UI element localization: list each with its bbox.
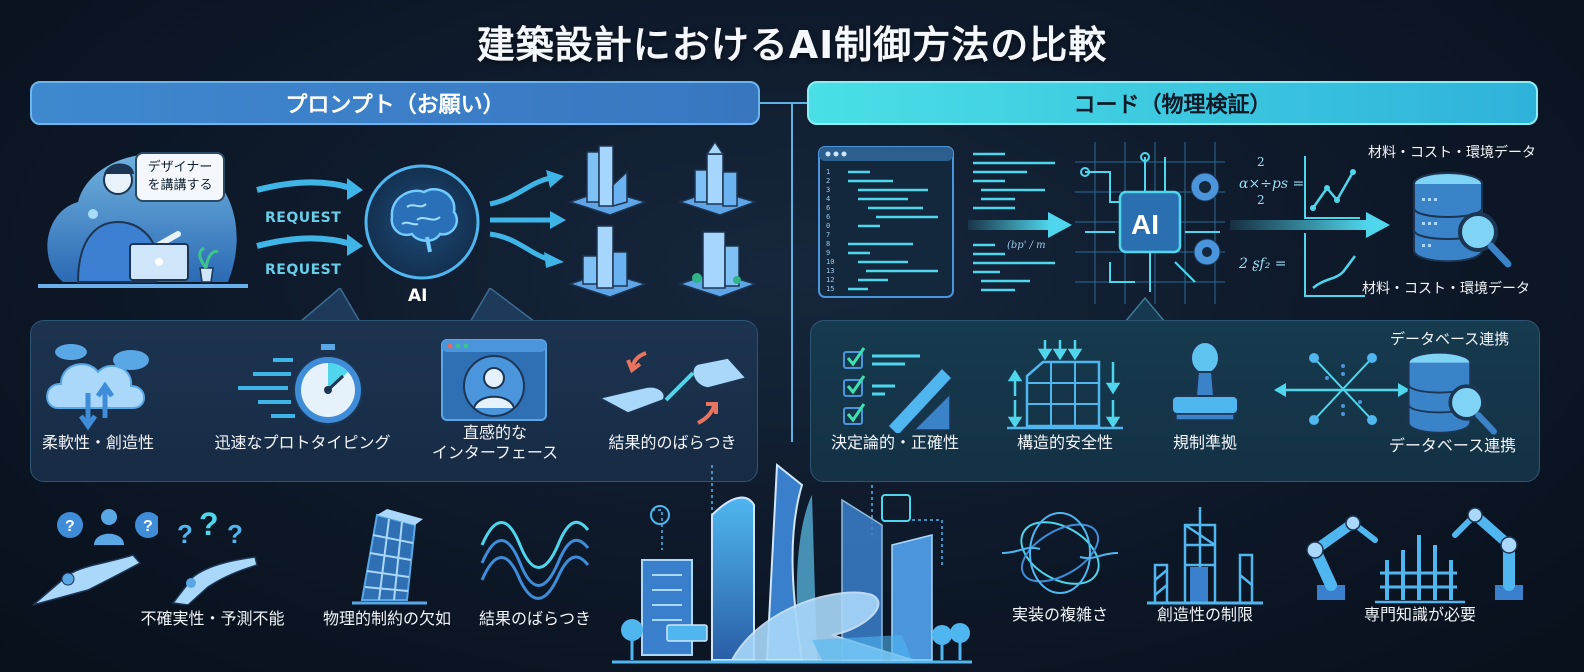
svg-text:0: 0	[826, 222, 830, 230]
svg-text:3: 3	[826, 186, 830, 194]
data-label-bottom: 材料・コスト・環境データ	[1362, 281, 1530, 297]
speech-bubble: デザイナー を講講する	[135, 152, 225, 202]
brain-icon	[362, 162, 482, 282]
feature-label: 構造的安全性	[1016, 433, 1113, 452]
svg-text:10: 10	[826, 258, 834, 266]
speech-bubble-text: デザイナー を講講する	[147, 160, 213, 193]
checklist-ruler-icon	[830, 338, 960, 433]
scaffold-icon	[1145, 505, 1265, 605]
connector-line	[760, 102, 808, 104]
output-arrows-icon	[488, 168, 568, 268]
request-label-1: REQUEST	[265, 210, 342, 226]
tilted-building-icon	[337, 505, 437, 605]
feature-regulatory-compliance: 規制準拠	[1155, 338, 1255, 453]
feature-label: 直感的な インターフェース	[431, 423, 559, 462]
tangle-icon	[1000, 505, 1120, 605]
question-marks-icon: ? ? ?	[163, 505, 263, 605]
svg-text:8: 8	[826, 240, 830, 248]
feature-label: 迅速なプロトタイピング	[214, 433, 391, 452]
svg-text:?: ?	[143, 518, 153, 535]
feature-label: 規制準拠	[1172, 433, 1237, 452]
formula-charts-icon: α×÷ps = 2 2 2 ʂf₂ =	[1235, 148, 1375, 298]
feature-rapid-prototyping: 迅速なプロトタイピング	[210, 338, 395, 453]
database-top-label: データベース連携	[1390, 330, 1510, 348]
svg-text:?: ?	[227, 519, 243, 549]
ai-chip-icon: AI	[1075, 142, 1225, 304]
stopwatch-icon	[233, 338, 373, 433]
svg-text:(bp' / m: (bp' / m	[1007, 240, 1046, 251]
code-header-label: コード（物理検証）	[1073, 93, 1272, 118]
arrow-right-icon	[968, 212, 1073, 238]
weakness-expertise-required: 専門知識が必要	[1300, 505, 1540, 625]
database-search-icon-2	[1403, 350, 1503, 436]
feature-structural-safety: 構造的安全性	[1000, 338, 1130, 453]
svg-text:15: 15	[826, 285, 834, 293]
ai-label: AI	[408, 286, 428, 306]
svg-text:13: 13	[826, 267, 834, 275]
weakness-result-variation: 結果のばらつき	[465, 505, 605, 629]
data-label-top: 材料・コスト・環境データ	[1368, 145, 1536, 161]
data-exchange-icon	[1272, 352, 1412, 428]
weakness-creativity-limitation: 創造性の制限	[1140, 505, 1270, 625]
svg-text:7: 7	[826, 231, 830, 239]
feature-database-integration: データベース連携	[1380, 350, 1525, 456]
request-label-2: REQUEST	[265, 262, 342, 278]
code-header: コード（物理検証）	[807, 81, 1538, 125]
svg-text:12: 12	[826, 276, 834, 284]
arrow-right-icon-2	[1230, 212, 1390, 238]
weakness-label: 結果のばらつき	[478, 609, 591, 628]
svg-text:AI: AI	[1131, 209, 1159, 240]
svg-text:6: 6	[826, 213, 830, 221]
svg-text:6: 6	[826, 204, 830, 212]
weakness-label: 不確実性・予測不能	[140, 609, 285, 628]
weakness-label: 実装の複雑さ	[1011, 605, 1108, 624]
robot-hands-icon	[597, 338, 748, 433]
weakness-label: 専門知識が必要	[1363, 605, 1476, 624]
svg-text:1: 1	[826, 168, 830, 176]
svg-text:2: 2	[1257, 155, 1265, 169]
futuristic-city-icon	[612, 455, 972, 670]
building-variants-icon	[565, 140, 765, 300]
structure-load-icon	[1005, 338, 1125, 433]
weakness-implementation-complexity: 実装の複雑さ	[990, 505, 1130, 625]
robot-hand-questions-icon: ? ?	[28, 505, 158, 610]
waves-icon	[480, 505, 590, 605]
svg-text:4: 4	[826, 195, 830, 203]
svg-text:9: 9	[826, 249, 830, 257]
svg-text:2: 2	[1257, 193, 1265, 207]
feature-label: 決定論的・正確性	[830, 433, 959, 452]
robot-arms-icon	[1305, 505, 1535, 605]
weakness-no-physical-constraints: 物理的制約の欠如	[312, 505, 462, 629]
svg-text:α×÷ps =: α×÷ps =	[1239, 176, 1304, 192]
svg-text:?: ?	[199, 506, 219, 542]
request-arrows-icon	[255, 168, 365, 278]
weakness-label: 物理的制約の欠如	[322, 609, 451, 628]
weakness-uncertainty: ? ? ? 不確実性・予測不能	[130, 505, 295, 629]
svg-text:?: ?	[65, 518, 75, 535]
svg-text:?: ?	[177, 519, 193, 549]
user-window-icon	[440, 338, 550, 423]
feature-flexibility: 柔軟性・創造性	[38, 338, 158, 453]
database-search-icon	[1408, 170, 1518, 275]
page-title: 建築設計におけるAI制御方法の比較	[476, 23, 1108, 67]
prompt-header-label: プロンプト（お願い）	[285, 93, 505, 118]
feature-label: データベース連携	[1388, 436, 1517, 455]
feature-label: 結果的のばらつき	[608, 433, 737, 452]
svg-text:2 ʂf₂ =: 2 ʂf₂ =	[1238, 256, 1287, 272]
code-snippets-icon: (bp' / m	[965, 150, 1075, 298]
cloud-sync-icon	[43, 338, 153, 433]
connector-line-vertical	[791, 102, 793, 442]
svg-text:2: 2	[826, 177, 830, 185]
prompt-header: プロンプト（お願い）	[30, 81, 760, 125]
weakness-label: 創造性の制限	[1156, 605, 1253, 624]
feature-deterministic: 決定論的・正確性	[820, 338, 970, 453]
feature-label: 柔軟性・創造性	[41, 433, 154, 452]
feature-result-variation: 結果的のばらつき	[590, 338, 755, 453]
stamp-icon	[1160, 338, 1250, 433]
feature-intuitive-interface: 直感的な インターフェース	[425, 338, 565, 463]
